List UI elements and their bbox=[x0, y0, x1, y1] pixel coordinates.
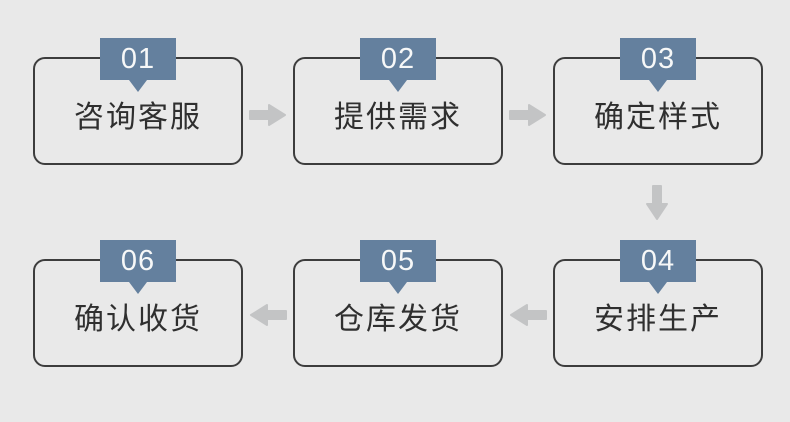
step-box-1: 01 咨询客服 bbox=[33, 38, 243, 165]
step-label: 提供需求 bbox=[334, 101, 462, 134]
step-number-badge-1: 01 bbox=[100, 38, 176, 80]
arrow-left-icon bbox=[509, 302, 547, 328]
arrow-right-icon bbox=[509, 102, 547, 128]
step-box-3: 03 确定样式 bbox=[553, 38, 763, 165]
step-number-badge-6: 06 bbox=[100, 240, 176, 282]
step-number: 04 bbox=[640, 244, 676, 277]
step-box-5: 05 仓库发货 bbox=[293, 240, 503, 367]
step-label: 咨询客服 bbox=[74, 101, 202, 134]
step-label: 仓库发货 bbox=[334, 303, 462, 336]
step-number-badge-4: 04 bbox=[620, 240, 696, 282]
step-number: 06 bbox=[120, 244, 156, 277]
step-number: 03 bbox=[640, 42, 676, 75]
step-number: 05 bbox=[380, 244, 416, 277]
arrow-left-icon bbox=[249, 302, 287, 328]
step-label: 确认收货 bbox=[74, 303, 202, 336]
step-label: 安排生产 bbox=[594, 303, 722, 336]
step-box-6: 06 确认收货 bbox=[33, 240, 243, 367]
step-number: 01 bbox=[120, 42, 156, 75]
step-number-badge-5: 05 bbox=[360, 240, 436, 282]
step-number: 02 bbox=[380, 42, 416, 75]
arrow-down-icon bbox=[644, 185, 670, 221]
step-box-4: 04 安排生产 bbox=[553, 240, 763, 367]
step-number-badge-2: 02 bbox=[360, 38, 436, 80]
step-number-badge-3: 03 bbox=[620, 38, 696, 80]
step-box-2: 02 提供需求 bbox=[293, 38, 503, 165]
arrow-right-icon bbox=[249, 102, 287, 128]
step-label: 确定样式 bbox=[594, 101, 722, 134]
